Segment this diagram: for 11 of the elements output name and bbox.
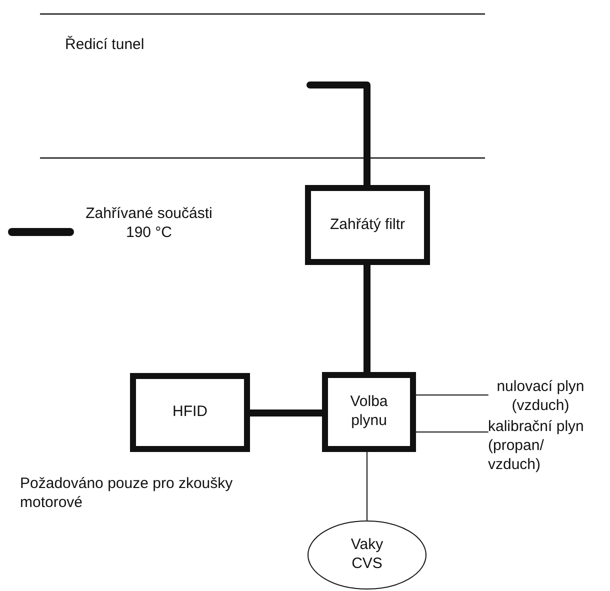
- gas-inlet-label: nulovací plyn (vzduch): [488, 378, 608, 418]
- analyzer-box: HFID: [130, 373, 250, 452]
- tunnel-label: Ředicí tunel: [65, 36, 146, 55]
- gas-inlet-label: kalibrační plyn (propan/ vzduch): [488, 418, 606, 494]
- legend-text: Zahřívané součásti 190 °C: [84, 205, 214, 242]
- gas-line: [366, 452, 368, 520]
- filter-box: Zahřátý filtr: [305, 185, 430, 265]
- gas-line: [416, 394, 488, 396]
- bag-ellipse: Vaky CVS: [307, 520, 427, 590]
- gas-selector-box: Volba plynu: [322, 372, 416, 452]
- note-text: Požadováno pouze pro zkoušky motorové: [20, 475, 234, 512]
